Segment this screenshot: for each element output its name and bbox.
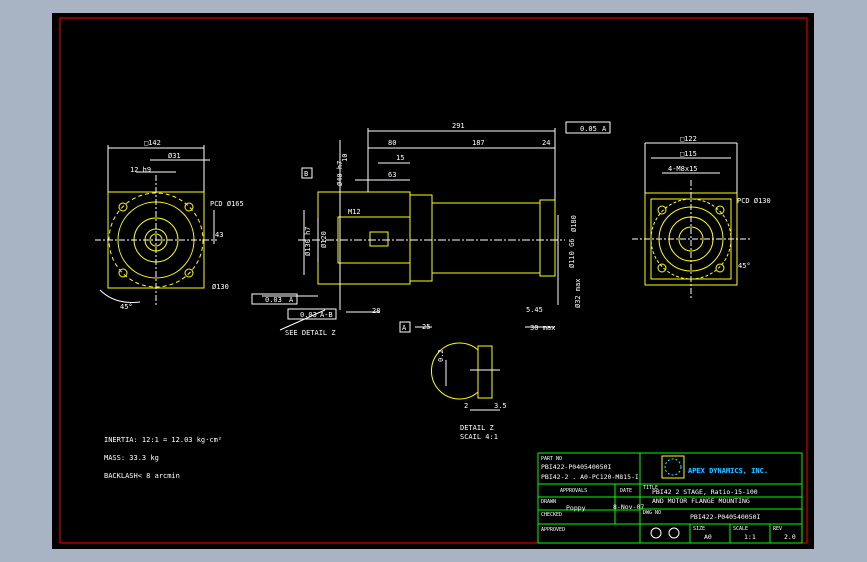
front-dim-bore: Ø31 bbox=[168, 152, 181, 160]
side-dim-63: 63 bbox=[388, 171, 396, 179]
tb-part-no-label: PART NO bbox=[541, 456, 562, 462]
right-dim-angle: 45° bbox=[738, 262, 751, 270]
tb-checked-label: CHECKED bbox=[541, 512, 562, 518]
front-dim-angle: 45° bbox=[120, 303, 133, 311]
side-dim-545: 5.45 bbox=[526, 306, 543, 314]
tb-size-label: SIZE bbox=[693, 526, 705, 532]
side-tol-perp: 0.03 bbox=[265, 296, 282, 304]
tb-date-label: DATE bbox=[620, 488, 632, 494]
right-dim-pcd: PCD Ø130 bbox=[737, 197, 771, 205]
tb-company: APEX DYNAMICS, INC. bbox=[688, 467, 768, 475]
tb-approvals-label: APPROVALS bbox=[560, 488, 587, 494]
side-tol-runout: 0.03 bbox=[300, 311, 317, 319]
detail-dim-02: 0.2 bbox=[437, 349, 445, 362]
tb-scale-label: SCALE bbox=[733, 526, 748, 532]
side-dim-10: 10 bbox=[341, 154, 349, 162]
detail-dim-35: 3.5 bbox=[494, 402, 507, 410]
side-dim-30max: 30 max bbox=[530, 324, 555, 332]
side-dim-15: 15 bbox=[396, 154, 404, 162]
tb-dwg-label: DWG NO bbox=[643, 510, 661, 516]
front-dim-pcd: PCD Ø165 bbox=[210, 200, 244, 208]
right-dim-inner: □115 bbox=[680, 150, 697, 158]
tb-drawn-by: Poppy bbox=[566, 504, 586, 512]
side-dim-130h7: Ø130 h7 bbox=[304, 226, 312, 256]
side-dim-120: Ø120 bbox=[320, 231, 328, 248]
side-datum-a: A bbox=[402, 324, 407, 332]
title-block bbox=[537, 452, 803, 544]
side-datum-b: B bbox=[304, 170, 308, 178]
drawing-border bbox=[59, 17, 808, 544]
side-view bbox=[251, 121, 611, 333]
tb-dwg-no: PBI422-P040540050I bbox=[690, 513, 761, 521]
front-dim-43: 43 bbox=[215, 231, 223, 239]
side-dim-110g6: Ø110 G6 bbox=[568, 238, 576, 268]
side-dim-25: 25 bbox=[422, 323, 430, 331]
tb-approved-label: APPROVED bbox=[541, 527, 565, 533]
side-dim-180: Ø180 bbox=[570, 215, 578, 232]
side-see-detail: SEE DETAIL Z bbox=[285, 329, 336, 337]
tb-title-line1: PBI42 2 STAGE, Ratio-15-100 bbox=[652, 488, 758, 496]
note-mass: MASS: 33.3 kg bbox=[104, 454, 159, 462]
side-tol-flatness-ref: A bbox=[602, 125, 607, 133]
right-view bbox=[632, 142, 752, 300]
tb-rev-label: REV bbox=[773, 526, 782, 532]
side-tol-perp-ref: A bbox=[289, 296, 294, 304]
right-dim-square: □122 bbox=[680, 135, 697, 143]
front-dim-square: □142 bbox=[144, 139, 161, 147]
note-inertia: INERTIA: 12:1 = 12.03 kg·cm² bbox=[104, 436, 222, 444]
tb-part-no-1: PBI422-P040540050I bbox=[541, 463, 612, 471]
tb-drawn-label: DRAWN bbox=[541, 499, 556, 505]
tb-part-no-2: PBI42-2 . A0-PC120-M815-I bbox=[541, 473, 639, 481]
side-dim-40h7: Ø40 h7 bbox=[336, 161, 344, 186]
note-backlash: BACKLASH< 8 arcmin bbox=[104, 472, 180, 480]
right-dim-thread: 4-M8x15 bbox=[668, 165, 698, 173]
side-dim-total: 291 bbox=[452, 122, 465, 130]
side-dim-28: 28 bbox=[372, 307, 380, 315]
side-dim-80: 80 bbox=[388, 139, 396, 147]
tb-size: A0 bbox=[704, 533, 712, 541]
detail-dim-2: 2 bbox=[464, 402, 468, 410]
tb-scale: 1:1 bbox=[744, 533, 756, 541]
side-dim-32max: Ø32 max bbox=[574, 278, 582, 308]
tb-drawn-date: 8-Nov-07 bbox=[613, 503, 644, 511]
tb-rev: 2.0 bbox=[784, 533, 796, 541]
side-dim-187: 187 bbox=[472, 139, 485, 147]
front-dim-130: Ø130 bbox=[212, 283, 229, 291]
front-view bbox=[95, 145, 217, 305]
tb-title-line2: AND MOTOR FLANGE MOUNTING bbox=[652, 497, 750, 505]
side-tol-flatness: 0.05 bbox=[580, 125, 597, 133]
front-dim-key: 12 h9 bbox=[130, 166, 151, 174]
side-dim-m12: M12 bbox=[348, 208, 361, 216]
side-tol-runout-ref: A-B bbox=[320, 311, 333, 319]
detail-scale: SCAIL 4:1 bbox=[460, 433, 498, 441]
detail-z bbox=[430, 342, 500, 411]
detail-title: DETAIL Z bbox=[460, 424, 494, 432]
tb-title-label: TITLE bbox=[643, 485, 658, 491]
side-dim-24: 24 bbox=[542, 139, 550, 147]
